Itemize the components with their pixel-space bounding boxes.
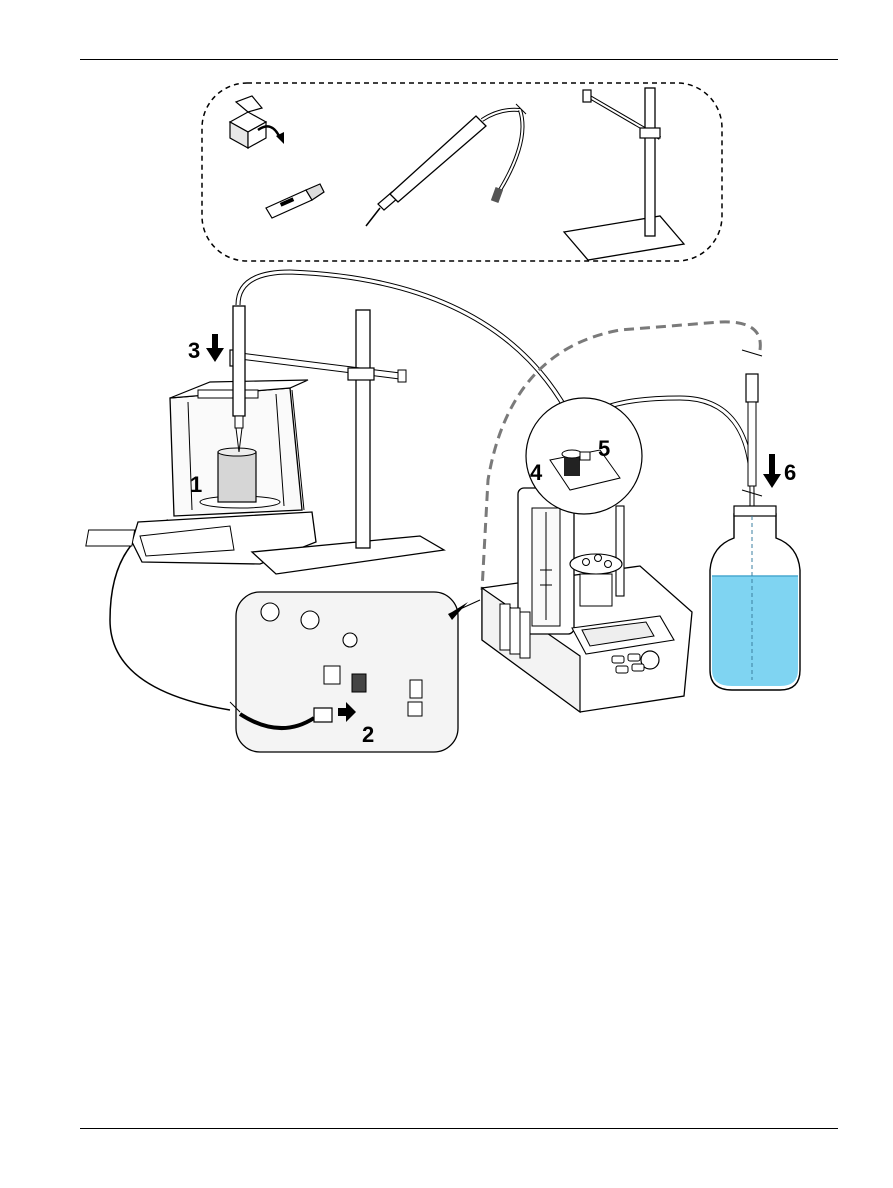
step-label-1: 1 (190, 472, 202, 497)
down-arrow-icon (206, 334, 224, 362)
installation-diagram: 1 2 3 4 5 6 (80, 80, 830, 756)
step-label-3: 3 (188, 338, 200, 363)
header-rule (80, 59, 838, 60)
step-label-5: 5 (598, 436, 610, 461)
footer-rule (80, 1128, 838, 1129)
step-label-4: 4 (530, 460, 543, 485)
accessories-panel (202, 83, 722, 261)
titrator (482, 488, 692, 712)
reagent-bottle (710, 506, 800, 690)
aspiration-tube (742, 350, 762, 496)
rear-panel-inset (230, 592, 480, 752)
step-label-2: 2 (362, 722, 374, 747)
step-label-6: 6 (784, 460, 796, 485)
down-arrow-icon (763, 454, 781, 488)
connector-detail-circle (526, 398, 642, 514)
